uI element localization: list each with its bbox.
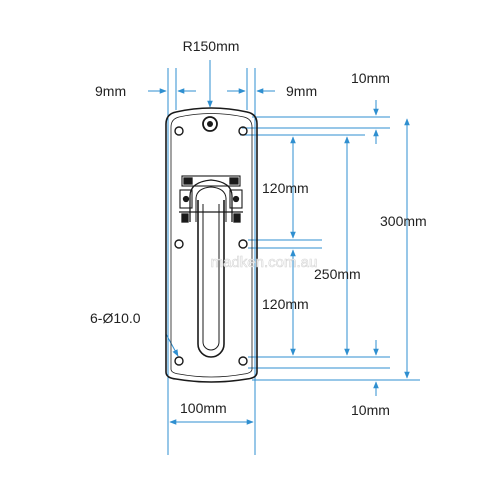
mounting-hole-bottom-right bbox=[238, 356, 248, 366]
pivot-screw-center bbox=[207, 121, 213, 127]
hinge-clip-right-bottom bbox=[233, 213, 241, 223]
hinge-side-block-right bbox=[229, 189, 243, 209]
radius-label: R150mm bbox=[183, 38, 240, 54]
hinge-pin-left bbox=[182, 195, 190, 203]
hinge-arch-inner bbox=[195, 186, 227, 222]
hinge-arch bbox=[189, 179, 233, 222]
mounting-hole-top-right bbox=[238, 126, 248, 136]
watermark-text: madken.com.au bbox=[211, 254, 318, 271]
hinge-clip-left-bottom bbox=[181, 213, 189, 223]
overall-height-label: 300mm bbox=[380, 213, 427, 229]
holes-label: 6-Ø10.0 bbox=[90, 310, 141, 326]
rail-slot-outer bbox=[197, 200, 225, 358]
bottom-offset-label: 10mm bbox=[351, 402, 390, 418]
hinge-bracket bbox=[179, 175, 243, 223]
top-offset-label: 10mm bbox=[351, 70, 390, 86]
hole-span-label: 250mm bbox=[314, 266, 361, 282]
hinge-top-bar bbox=[181, 175, 241, 187]
pivot-screw-icon bbox=[202, 116, 218, 132]
overall-width-label: 100mm bbox=[180, 400, 227, 416]
hinge-clip-left-top bbox=[183, 177, 193, 185]
rail-slot-inner bbox=[202, 204, 220, 351]
holes-leader-line bbox=[165, 333, 179, 357]
upper-spacing-label: 120mm bbox=[262, 180, 309, 196]
mounting-hole-middle-right bbox=[238, 239, 248, 249]
hinge-side-block-left bbox=[179, 189, 193, 209]
mounting-plate bbox=[165, 107, 258, 383]
dimension-lines bbox=[148, 60, 420, 455]
mounting-hole-middle-left bbox=[174, 239, 184, 249]
left-margin-label: 9mm bbox=[95, 83, 126, 99]
plate-inner-outline bbox=[170, 113, 253, 378]
hinge-pin-right bbox=[232, 195, 240, 203]
lower-spacing-label: 120mm bbox=[262, 296, 309, 312]
mounting-hole-top-left bbox=[174, 126, 184, 136]
right-margin-label: 9mm bbox=[286, 83, 317, 99]
plate-outline bbox=[165, 107, 258, 383]
dimension-labels: R150mm 9mm 9mm 10mm 120mm 300mm 250mm 12… bbox=[90, 38, 427, 418]
mounting-hole-bottom-left bbox=[174, 356, 184, 366]
hinge-clip-right-top bbox=[229, 177, 239, 185]
